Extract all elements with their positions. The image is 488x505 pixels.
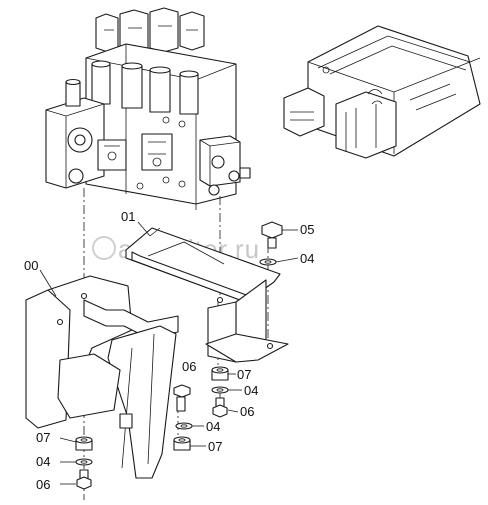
leader-lines (39, 221, 299, 485)
bolt-06-middle (173, 384, 191, 412)
spacer-07-right (211, 366, 229, 381)
bolt-05 (261, 221, 283, 249)
bracket-00 (25, 275, 179, 479)
callout-labels: 00 01 05 04 06 07 04 06 04 07 07 04 06 (24, 209, 314, 492)
spacer-07-middle (173, 436, 191, 451)
callout-04-right: 04 (244, 383, 258, 398)
bracket-01 (125, 227, 289, 363)
callout-05: 05 (300, 222, 314, 237)
callout-06-right: 06 (240, 404, 254, 419)
spacer-07-left (75, 436, 93, 451)
washer-04-right (211, 386, 229, 394)
callout-07-left: 07 (36, 430, 50, 445)
control-valve-assembly (45, 7, 251, 210)
callout-01: 01 (121, 209, 135, 224)
bolt-06-right (212, 397, 228, 418)
excavator-location-view (283, 25, 481, 159)
callout-04-upper: 04 (300, 251, 314, 266)
washer-04-left (75, 458, 93, 466)
callout-04-middle: 04 (206, 419, 220, 434)
callout-06-middle: 06 (182, 359, 196, 374)
callout-00: 00 (24, 258, 38, 273)
callout-07-middle: 07 (208, 439, 222, 454)
callout-07-right: 07 (237, 367, 251, 382)
bolt-06-left (76, 469, 92, 490)
callout-06-left: 06 (36, 477, 50, 492)
washer-04-upper (259, 258, 277, 266)
washer-04-middle (175, 422, 193, 430)
callout-04-left: 04 (36, 454, 50, 469)
